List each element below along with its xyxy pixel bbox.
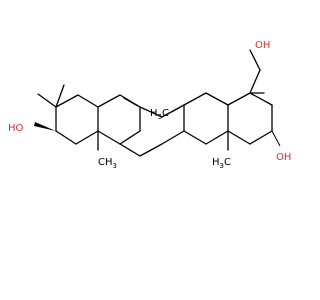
hydroxyl-right: OH: [271, 130, 291, 163]
ring-b: [97, 94, 141, 145]
methyl-junction-left: CH3: [97, 130, 117, 170]
oh-left-label: HO: [8, 123, 24, 134]
methyl-junction-right: H3C: [212, 130, 231, 170]
hydroxyl-left: HO: [8, 122, 56, 134]
ring-c: [161, 92, 229, 145]
methyl-label-c: H3C: [150, 108, 169, 121]
molecule-canvas: HO CH3: [8, 40, 292, 170]
oh-top-label: OH: [255, 40, 270, 51]
chemical-structure: HO CH3: [8, 40, 291, 170]
methyl-ring-c: H3C: [150, 104, 185, 121]
ring-a: [37, 84, 99, 145]
methyl-label-left: CH3: [98, 157, 117, 170]
methyl-label-right: H3C: [212, 157, 231, 170]
oh-right-label: OH: [276, 152, 291, 163]
ring-d: [227, 92, 273, 145]
hydroxymethyl: OH: [249, 40, 270, 94]
